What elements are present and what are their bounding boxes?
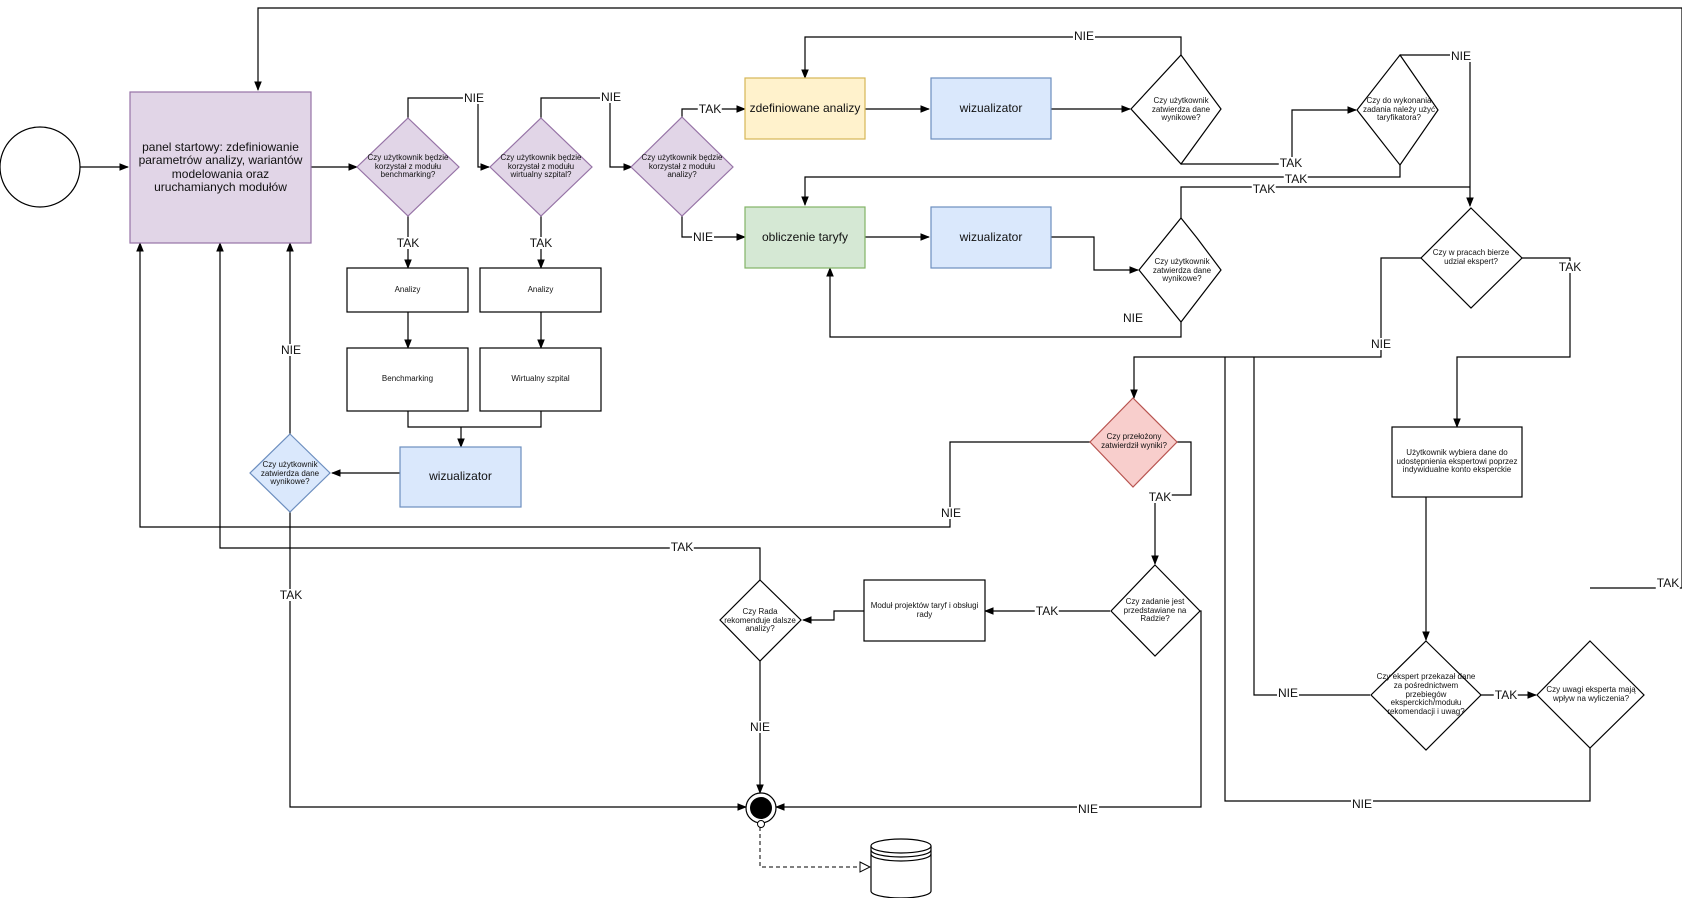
- edge-label-nie: NIE: [748, 720, 772, 734]
- q-analizy-diamond[interactable]: [630, 116, 734, 217]
- q-zatwierdza-left-diamond[interactable]: [249, 433, 331, 513]
- edge-label-tak: TAK: [1278, 156, 1304, 170]
- database-icon[interactable]: [870, 838, 932, 898]
- q-przelozony-diamond[interactable]: [1089, 397, 1178, 488]
- q-zatwierdza-mid-diamond[interactable]: [1138, 217, 1222, 323]
- edge-label-nie: NIE: [599, 90, 623, 104]
- edge-label-nie: NIE: [462, 91, 486, 105]
- analizy-2-box[interactable]: [479, 267, 602, 313]
- benchmarking-box[interactable]: [346, 347, 469, 412]
- q-ekspert-diamond[interactable]: [1420, 207, 1523, 309]
- edge-label-tak: TAK: [697, 102, 723, 116]
- edge-label-tak: TAK: [1251, 182, 1277, 196]
- modul-projektow-box[interactable]: [863, 579, 986, 642]
- edge-label-nie: NIE: [1350, 797, 1374, 811]
- wizualizator-top-box[interactable]: [930, 77, 1052, 140]
- edge-label-nie: NIE: [1076, 802, 1100, 816]
- start-event[interactable]: [0, 126, 81, 208]
- edge-label-nie: NIE: [1121, 311, 1145, 325]
- panel-startowy-shape[interactable]: [129, 91, 312, 244]
- edge-label-tak: TAK: [278, 588, 304, 602]
- end-event-attachment-icon: [757, 820, 765, 828]
- wizualizator-mid-box[interactable]: [930, 206, 1052, 269]
- edge-label-nie: NIE: [1276, 686, 1300, 700]
- uzytkownik-wybiera-box[interactable]: [1391, 426, 1523, 498]
- q-uwagi-diamond[interactable]: [1536, 640, 1645, 749]
- edge-label-nie: NIE: [1449, 49, 1473, 63]
- edge-label-tak: TAK: [669, 540, 695, 554]
- analizy-1-box[interactable]: [346, 267, 469, 313]
- q-ekspert-przekazal-diamond[interactable]: [1370, 640, 1482, 751]
- edge-label-nie: NIE: [691, 230, 715, 244]
- edge-label-tak: TAK: [1493, 688, 1519, 702]
- q-taryfikator-diamond[interactable]: [1356, 53, 1439, 167]
- q-zatwierdza-top-diamond[interactable]: [1130, 54, 1222, 165]
- edge-label-nie: NIE: [939, 506, 963, 520]
- q-rada-rekomenduje-diamond[interactable]: [719, 579, 802, 662]
- edge-label-tak: TAK: [528, 236, 554, 250]
- edge-label-tak: TAK: [395, 236, 421, 250]
- edge-label-tak: TAK: [1147, 490, 1173, 504]
- wizualizator-bottom-box[interactable]: [399, 446, 522, 508]
- edge-label-tak: TAK: [1557, 260, 1583, 274]
- edge-label-tak: TAK: [1655, 576, 1681, 590]
- q-rada-zadanie-diamond[interactable]: [1110, 564, 1201, 657]
- end-event[interactable]: [750, 797, 772, 819]
- zdefiniowane-analizy-box[interactable]: [744, 77, 866, 140]
- q-benchmarking-diamond[interactable]: [356, 117, 460, 217]
- wirtualny-szpital-box[interactable]: [479, 347, 602, 412]
- edge-label-nie: NIE: [1369, 337, 1393, 351]
- q-wirtualny-diamond[interactable]: [489, 117, 593, 217]
- edge-label-nie: NIE: [279, 343, 303, 357]
- edge-label-nie: NIE: [1072, 29, 1096, 43]
- edge-label-tak: TAK: [1034, 604, 1060, 618]
- edge-label-tak: TAK: [1283, 172, 1309, 186]
- obliczenie-taryfy-box[interactable]: [744, 206, 866, 269]
- data-association-line: [759, 820, 870, 867]
